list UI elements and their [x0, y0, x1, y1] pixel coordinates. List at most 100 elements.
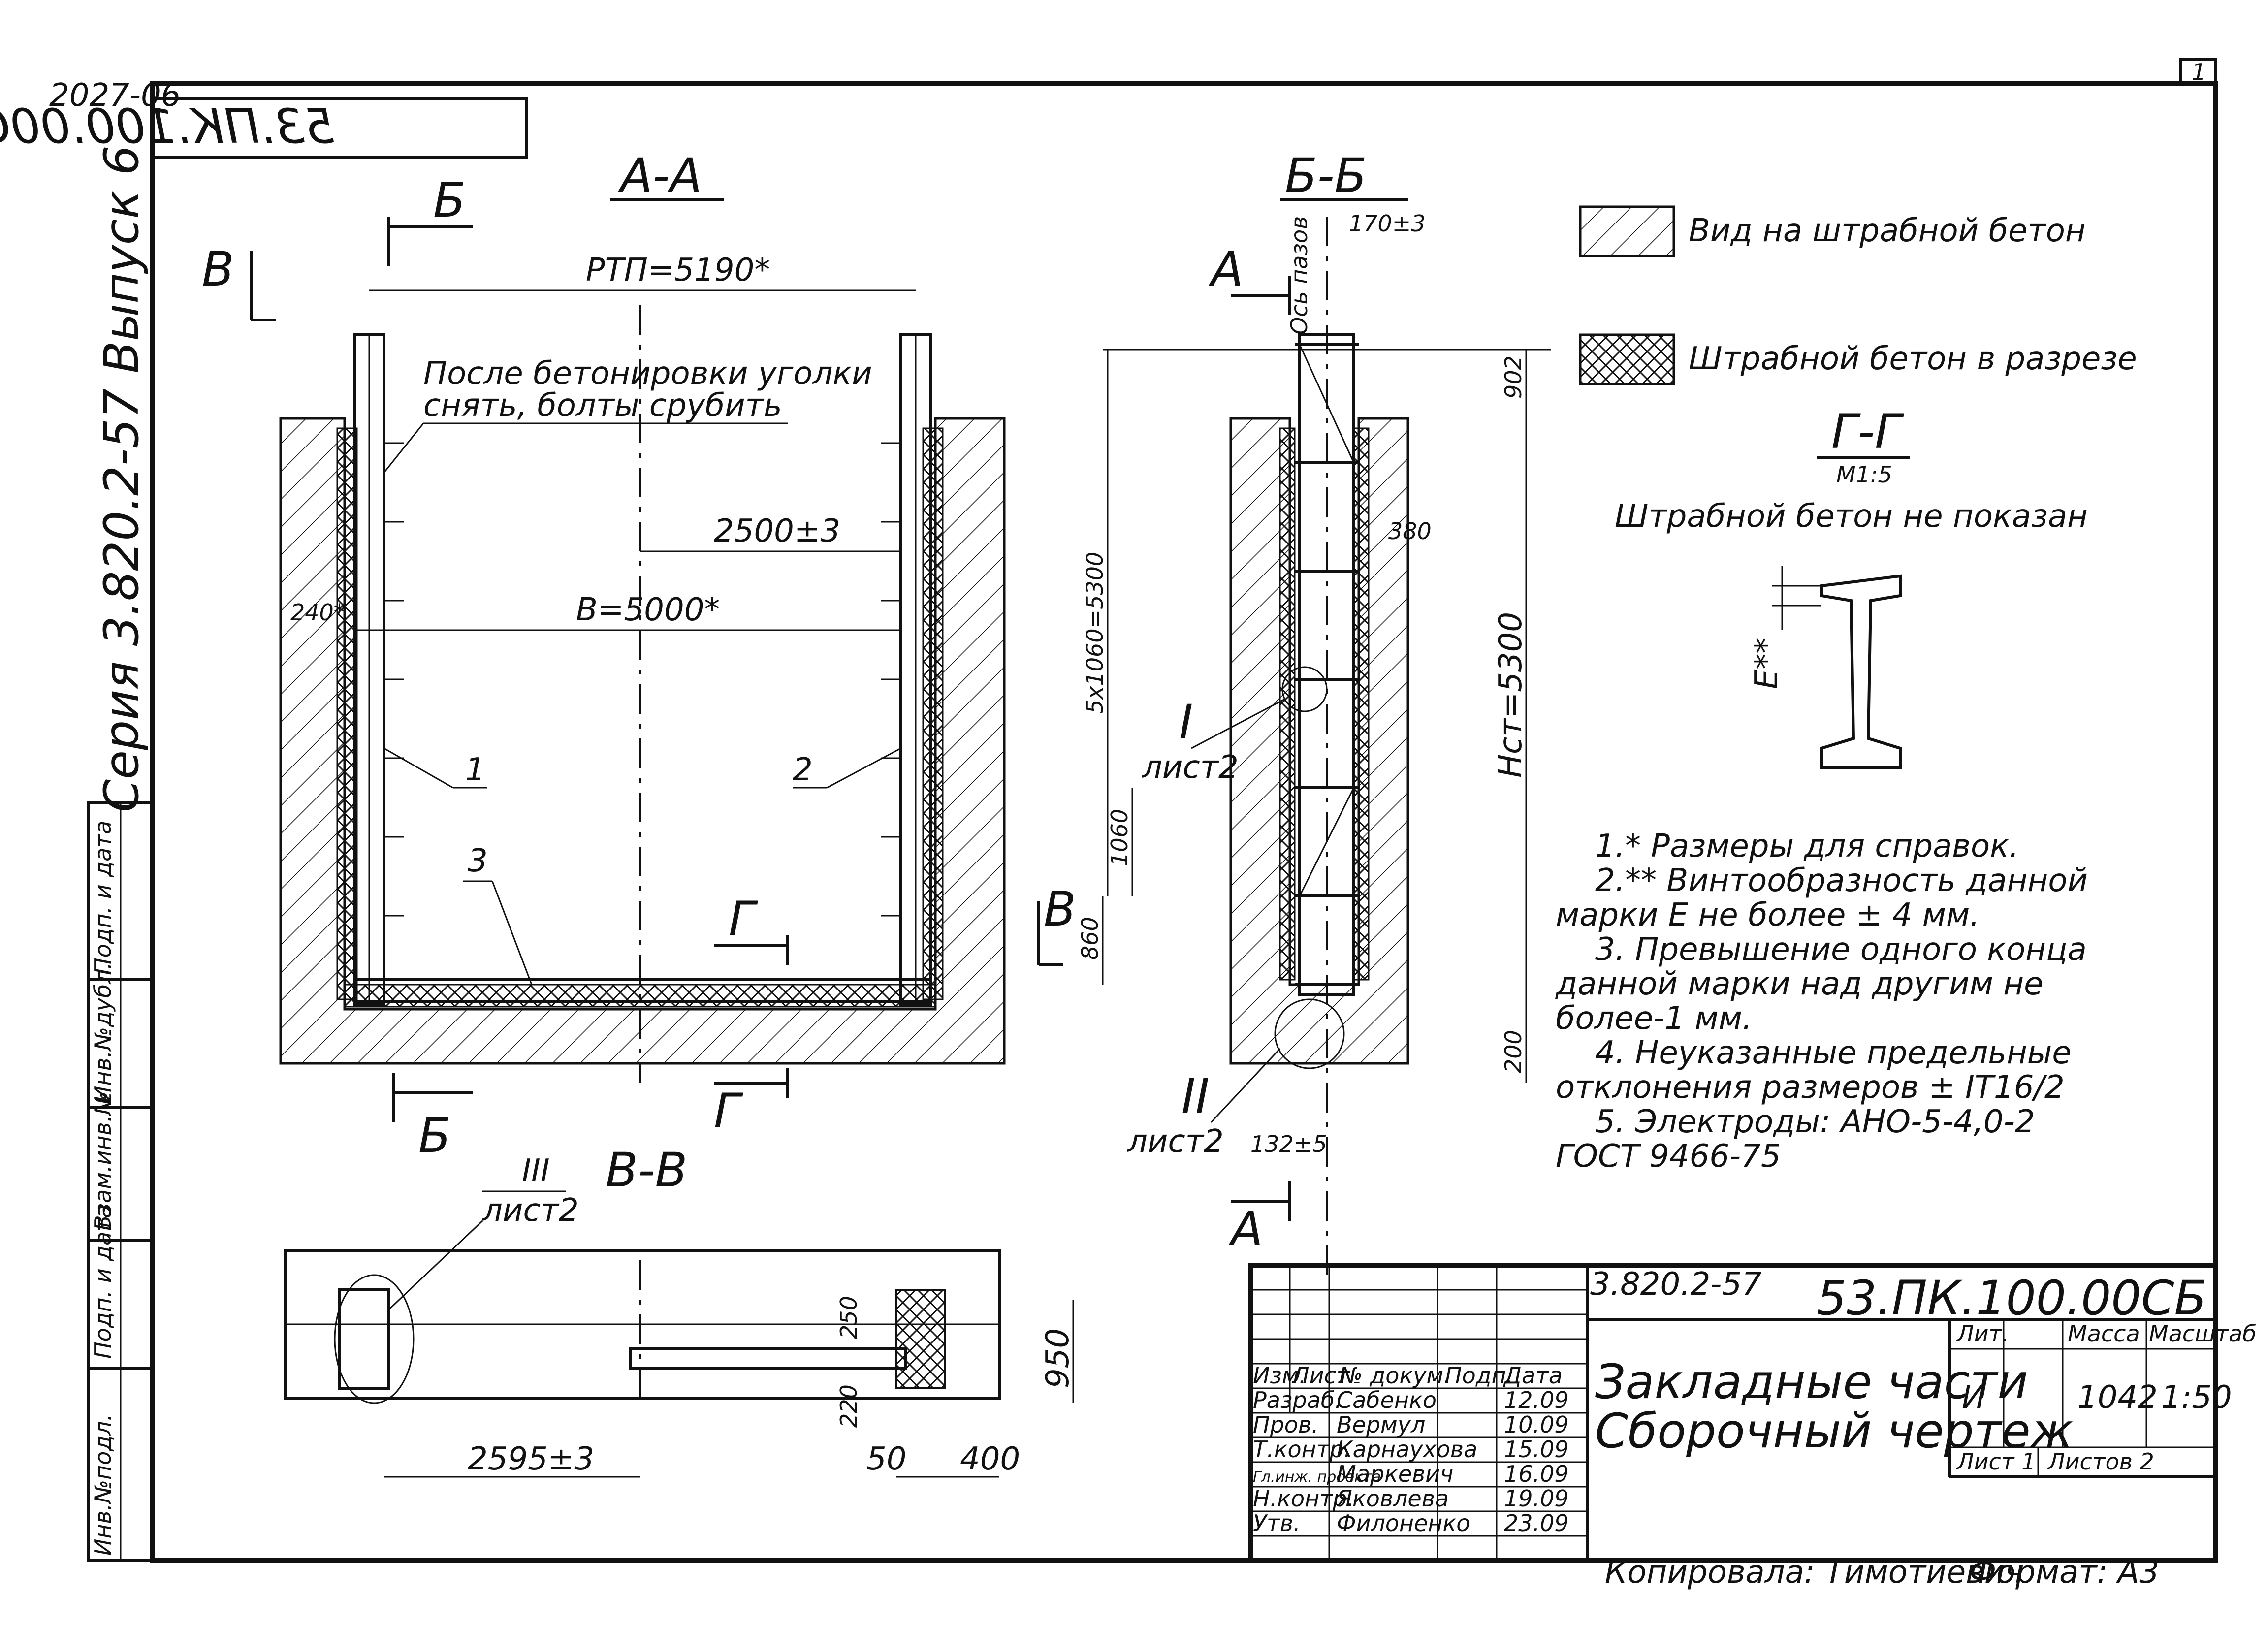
aa-marker-v: В	[202, 242, 234, 297]
note-line-2: марки Е не более ± 4 мм.	[1556, 897, 1980, 933]
view-bb: Б-Б А 170±3 Ось пазов 902 Нст=5300 5х	[1077, 148, 1551, 1280]
side-stamp-3: Инв.№дубл.	[90, 962, 116, 1103]
tb-row3-name: Маркевич	[1337, 1461, 1453, 1487]
note-line-3: 3. Превышение одного конца	[1595, 931, 2087, 968]
view-vv-title: В-В	[606, 1143, 687, 1198]
aa-marker-b-bottom: Б	[418, 1108, 451, 1163]
view-gg-title: Г-Г	[1831, 404, 1904, 459]
aa-marker-g: Г	[729, 892, 758, 947]
tb-row5-name: Филоненко	[1337, 1510, 1470, 1536]
tb-row2-date: 15.09	[1504, 1436, 1569, 1463]
vv-dim-250: 250	[835, 1296, 862, 1339]
vv-dim-400: 400	[960, 1441, 1020, 1477]
tb-name1: Закладные части	[1595, 1354, 2028, 1409]
aa-note-1: После бетонировки уголки	[423, 355, 872, 392]
bb-ref-i: I	[1179, 695, 1193, 750]
bb-dim-860: 860	[1077, 917, 1103, 960]
bb-dim-top: Ось пазов	[1286, 216, 1312, 335]
tb-series: 3.820.2-57	[1590, 1266, 1762, 1303]
side-stamp: Инв.№подл. Подп. и дата Взам.инв.№ Инв.№…	[87, 801, 154, 1562]
vv-dim-950: 950	[1040, 1328, 1076, 1388]
aa-rtp: РТП=5190*	[586, 252, 770, 288]
aa-marker-v-right: В	[1044, 882, 1076, 937]
tb-hdr-list: Лист	[1291, 1362, 1350, 1389]
note-line-7: отклонения размеров ± IT16/2	[1556, 1069, 2065, 1106]
tb-row5-date: 23.09	[1504, 1510, 1569, 1536]
bb-dim-5x1060: 5х1060=5300	[1082, 552, 1108, 714]
tb-row4-date: 19.09	[1504, 1485, 1569, 1512]
aa-pos1: 1	[465, 752, 485, 788]
note-line-4: данной марки над другим не	[1555, 966, 2043, 1002]
view-gg: Г-Г М1:5 Штрабной бетон не показан Е**	[1615, 404, 2088, 769]
tb-row5-role: Утв.	[1253, 1510, 1301, 1536]
legend-swatch-view	[1579, 205, 1675, 257]
top-stamp-box	[151, 97, 528, 159]
tb-row2-role: Т.контр.	[1253, 1436, 1351, 1463]
view-aa: А-А Б В	[202, 148, 1076, 1163]
aa-pos3: 3	[468, 843, 488, 879]
tb-row3-role: Гл.инж. проекта	[1253, 1468, 1381, 1486]
aa-pit-concrete	[279, 417, 1006, 1065]
series-vertical: Серия 3.820.2-57 Выпуск 6	[94, 145, 149, 812]
tb-mass-hdr: Масса	[2068, 1320, 2140, 1347]
legend-swatch-section	[1579, 333, 1675, 385]
aa-pos2: 2	[793, 752, 813, 788]
notes: 1.* Размеры для справок. 2.** Винтообраз…	[1555, 828, 2088, 1175]
note-line-9: ГОСТ 9466-75	[1556, 1138, 1781, 1175]
tb-name2: Сборочный чертеж	[1595, 1404, 2073, 1459]
note-line-0: 1.* Размеры для справок.	[1595, 828, 2019, 864]
aa-marker-g-bottom: Г	[714, 1084, 743, 1139]
tb-scale: 1:50	[2161, 1379, 2232, 1416]
tb-hdr-doc: № докум.	[1338, 1362, 1451, 1389]
view-bb-title: Б-Б	[1285, 148, 1367, 203]
sheet-number-box	[2179, 58, 2217, 85]
vv-dim-50: 50	[866, 1441, 906, 1477]
legend: Вид на штрабной бетон Штрабной бетон в р…	[1579, 205, 2137, 385]
tb-row3-date: 16.09	[1504, 1461, 1569, 1487]
bb-marker-a-top: А	[1208, 242, 1244, 297]
side-stamp-0: Инв.№подл.	[90, 1414, 116, 1556]
legend-label-section: Штрабной бетон в разрезе	[1689, 341, 2137, 377]
bb-dim-380: 380	[1388, 518, 1432, 544]
tb-row0-role: Разраб.	[1253, 1387, 1342, 1413]
bb-pit-concrete	[1229, 417, 1409, 1065]
tb-row1-role: Пров.	[1253, 1411, 1319, 1438]
tb-row1-date: 10.09	[1504, 1411, 1569, 1438]
tb-scale-hdr: Масштаб	[2149, 1320, 2257, 1347]
tb-sheet: Лист 1	[1956, 1448, 2036, 1475]
sheet-border	[150, 81, 2218, 1563]
sheet-format: Формат: А3	[1969, 1554, 2159, 1591]
gg-beam-profile	[1820, 574, 1902, 769]
bb-ref-i-sheet: лист2	[1141, 749, 1239, 786]
bb-dim-200: 200	[1500, 1030, 1527, 1073]
view-aa-title: А-А	[617, 148, 702, 203]
corner-code: 2027-06	[49, 77, 181, 114]
tb-hdr-date: Дата	[1503, 1362, 1563, 1389]
bb-dim-902: 902	[1500, 355, 1527, 399]
bb-dim-132: 132±5	[1250, 1131, 1327, 1157]
note-line-8: 5. Электроды: АНО-5-4,0-2	[1595, 1104, 2035, 1140]
tb-hdr-izm: Изм.	[1253, 1362, 1306, 1389]
sheet-number: 1	[2192, 59, 2206, 85]
tb-row2-name: Карнаухова	[1337, 1436, 1477, 1463]
aa-bwidth: В=5000*	[576, 592, 720, 628]
tb-row4-role: Н.контр.	[1253, 1485, 1354, 1512]
bb-ref-ii: II	[1182, 1069, 1210, 1124]
bb-dim-1060: 1060	[1106, 809, 1133, 866]
tb-row0-name: Сабенко	[1337, 1387, 1437, 1413]
tb-sheets: Листов 2	[2047, 1448, 2154, 1475]
vv-ref-iii-sheet: лист2	[481, 1192, 579, 1229]
tb-row4-name: Яковлева	[1336, 1485, 1449, 1512]
vv-ref-iii: III	[522, 1153, 550, 1189]
bb-dim-hst: Нст=5300	[1493, 612, 1529, 778]
side-stamp-4: Подп. и дата	[90, 821, 116, 975]
tb-code: 53.ПК.100.00СБ	[1817, 1271, 2206, 1326]
side-stamp-2: Взам.инв.№	[90, 1091, 116, 1231]
vv-dim-2595: 2595±3	[468, 1441, 594, 1477]
legend-label-view: Вид на штрабной бетон	[1689, 213, 2086, 249]
view-vv: В-В III лист2 2595±3 50 400 950 250 220	[284, 1143, 1076, 1478]
view-gg-note: Штрабной бетон не показан	[1615, 498, 2088, 535]
tb-lit: И	[1962, 1379, 1985, 1416]
aa-half: 2500±3	[714, 513, 840, 549]
